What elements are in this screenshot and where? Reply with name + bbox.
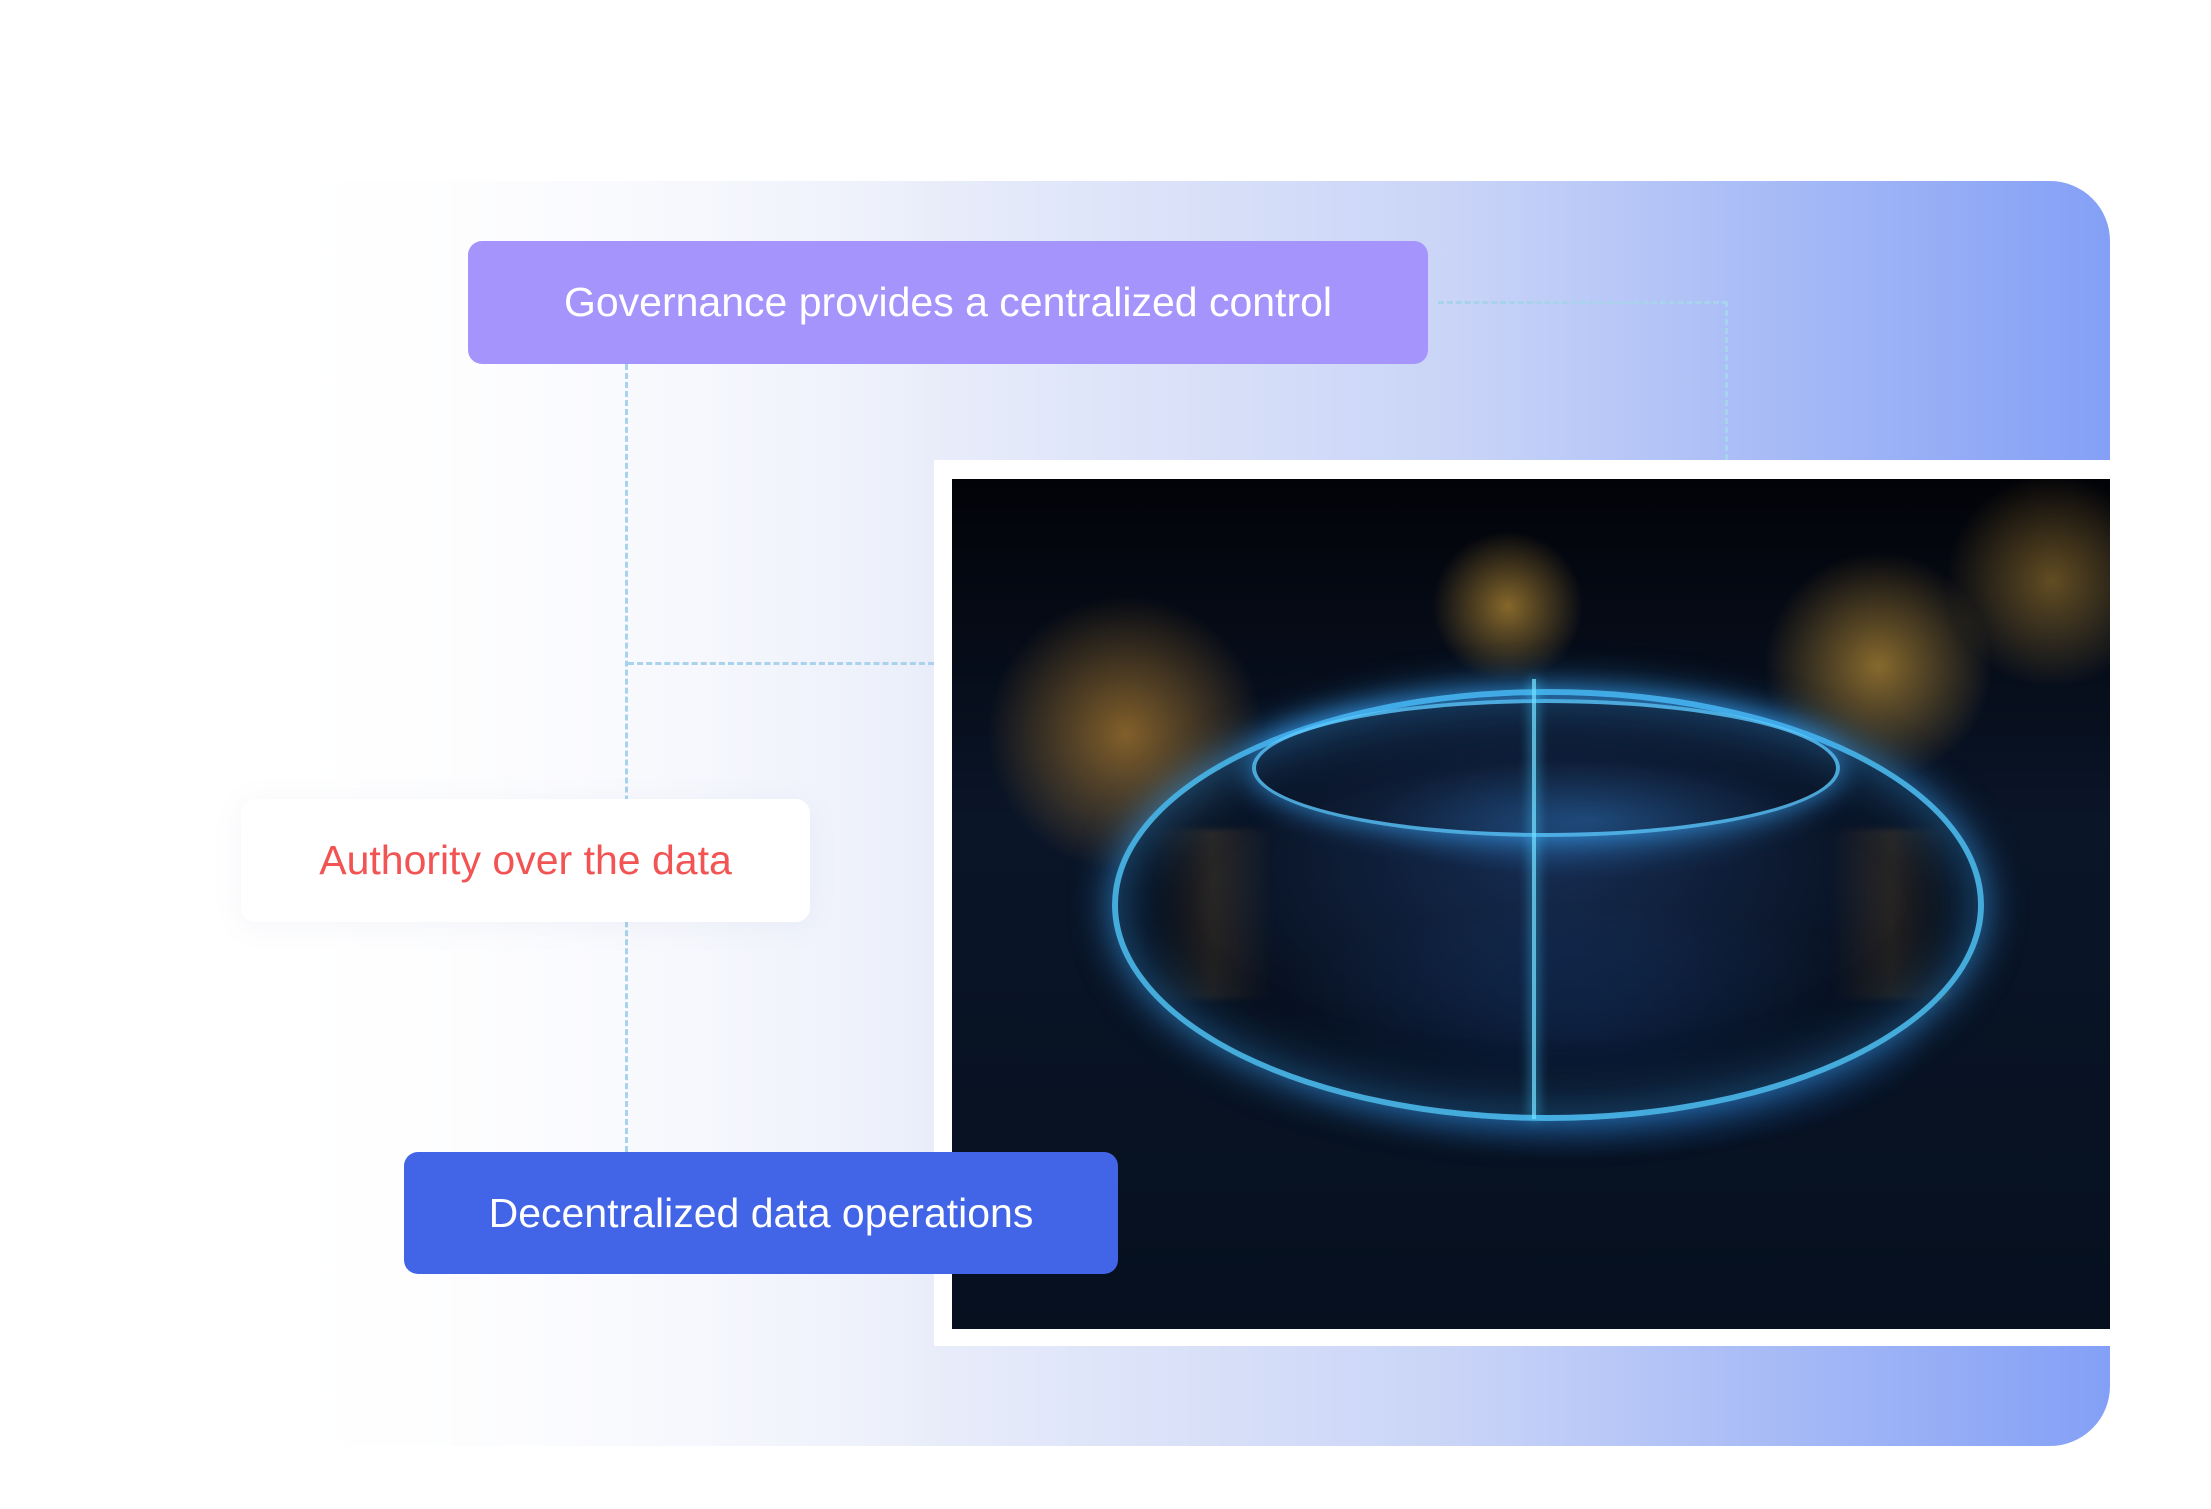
connector-governance-right [1438, 301, 1728, 304]
governance-label: Governance provides a centralized contro… [468, 241, 1428, 364]
ring-light-line [1532, 679, 1536, 1119]
connector-vertical-right [1725, 301, 1728, 460]
connector-vertical-left [625, 364, 628, 1152]
data-ring-image [952, 479, 2110, 1329]
connector-to-image [628, 662, 934, 665]
ring-inner-shape [1252, 699, 1840, 837]
authority-label: Authority over the data [241, 799, 810, 922]
decentralized-label: Decentralized data operations [404, 1152, 1118, 1274]
